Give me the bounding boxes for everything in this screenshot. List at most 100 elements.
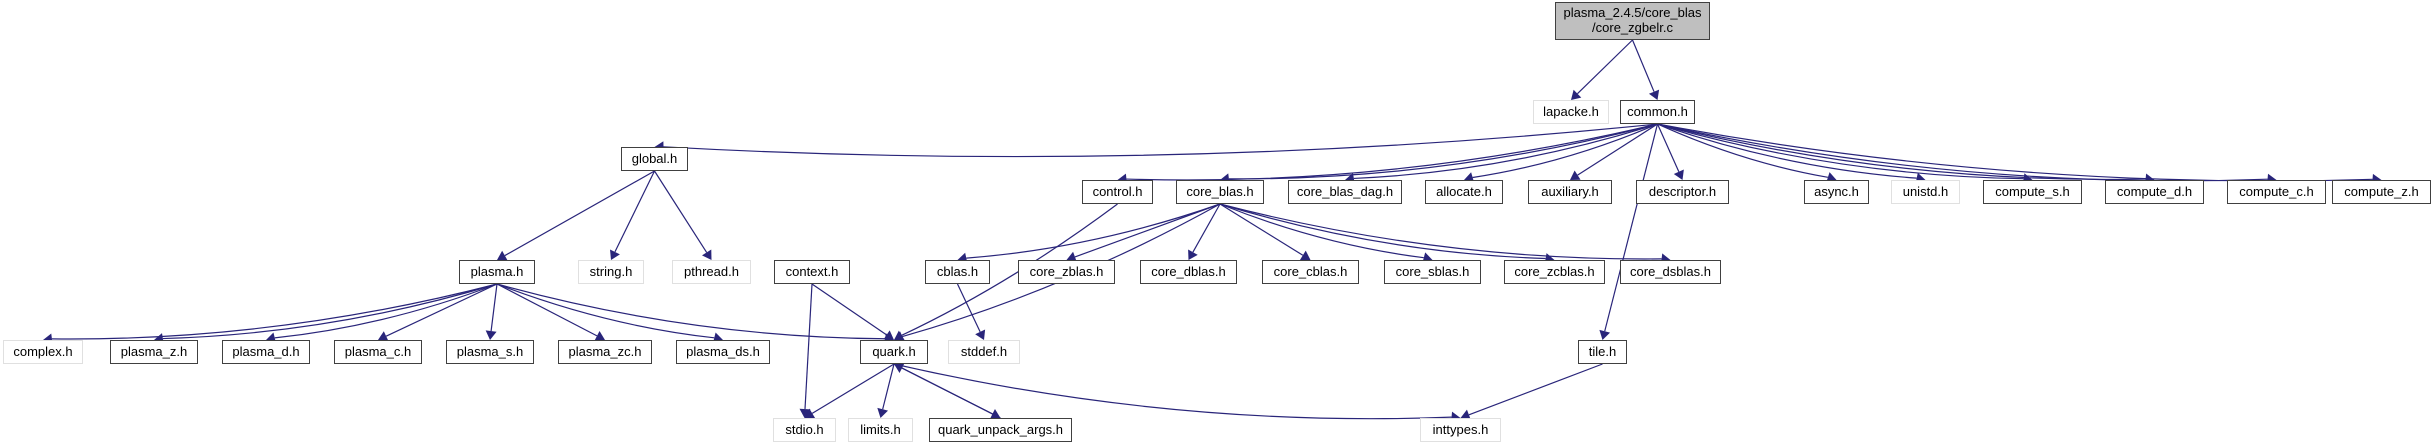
graph-arrowhead-quark_unpack_args-to-quark <box>894 363 905 373</box>
graph-edge-quark-to-inttypes <box>893 363 1452 420</box>
graph-node-plasma[interactable]: plasma.h <box>459 260 535 284</box>
graph-node-core_blas_dag[interactable]: core_blas_dag.h <box>1288 180 1402 204</box>
graph-arrowhead-plasma-to-plasma_c <box>378 331 389 342</box>
graph-node-string[interactable]: string.h <box>578 260 644 284</box>
graph-edge-core_blas-to-cblas <box>966 203 1221 259</box>
graph-node-plasma_c[interactable]: plasma_c.h <box>334 340 422 364</box>
graph-node-cblas[interactable]: cblas.h <box>925 260 990 284</box>
graph-arrowhead-core_blas-to-core_dblas <box>1188 249 1198 260</box>
graph-node-control[interactable]: control.h <box>1082 180 1153 204</box>
graph-arrowhead-common-to-tile <box>1599 329 1611 340</box>
graph-arrowhead-plasma-to-plasma_s <box>485 330 497 340</box>
graph-edge-common-to-compute_c <box>1657 123 2268 182</box>
graph-node-root: plasma_2.4.5/core_blas /core_zgbelr.c <box>1555 2 1710 40</box>
graph-node-global[interactable]: global.h <box>621 147 688 171</box>
graph-node-descriptor[interactable]: descriptor.h <box>1636 180 1729 204</box>
graph-node-unistd[interactable]: unistd.h <box>1891 180 1960 204</box>
graph-arrowhead-quark-to-limits <box>877 407 889 418</box>
graph-node-complex[interactable]: complex.h <box>3 340 83 364</box>
graph-edge-common-to-control <box>1126 123 1658 181</box>
graph-edge-root-to-common <box>1631 39 1655 92</box>
graph-edge-common-to-async <box>1657 123 1829 178</box>
graph-node-stdio[interactable]: stdio.h <box>773 418 836 442</box>
graph-node-plasma_ds[interactable]: plasma_ds.h <box>676 340 770 364</box>
graph-arrowhead-context-to-stdio <box>799 408 811 418</box>
graph-node-pthread[interactable]: pthread.h <box>672 260 751 284</box>
graph-arrowhead-plasma-to-plasma_zc <box>594 330 605 341</box>
graph-arrowhead-common-to-auxiliary <box>1570 170 1581 180</box>
graph-edge-common-to-allocate <box>1472 123 1658 179</box>
graph-edge-common-to-global <box>663 123 1658 158</box>
graph-edge-common-to-tile <box>1604 123 1659 332</box>
graph-node-core_cblas[interactable]: core_cblas.h <box>1262 260 1359 284</box>
graph-node-compute_c[interactable]: compute_c.h <box>2227 180 2326 204</box>
graph-node-core_sblas[interactable]: core_sblas.h <box>1384 260 1481 284</box>
graph-arrowhead-quark-to-stdio <box>804 408 816 419</box>
graph-arrowhead-root-to-common <box>1648 89 1660 100</box>
graph-node-plasma_z[interactable]: plasma_z.h <box>110 340 198 364</box>
graph-node-allocate[interactable]: allocate.h <box>1425 180 1503 204</box>
graph-arrowhead-core_blas-to-core_cblas <box>1299 250 1311 260</box>
graph-edge-core_blas-to-core_sblas <box>1219 203 1424 259</box>
graph-edge-plasma-to-plasma_z <box>162 283 498 340</box>
graph-node-core_zcblas[interactable]: core_zcblas.h <box>1504 260 1605 284</box>
graph-edge-plasma-to-quark <box>496 283 886 340</box>
graph-arrowhead-common-to-async <box>1826 172 1837 183</box>
graph-node-plasma_s[interactable]: plasma_s.h <box>446 340 534 364</box>
graph-node-compute_d[interactable]: compute_d.h <box>2105 180 2204 204</box>
graph-edge-core_blas-to-core_zblas <box>1074 203 1221 258</box>
graph-arrowhead-context-to-quark <box>883 330 894 340</box>
graph-edge-core_blas-to-core_cblas <box>1219 203 1304 256</box>
graph-arrowhead-tile-to-inttypes <box>1460 409 1471 420</box>
graph-edge-core_blas-to-core_dblas <box>1192 203 1221 253</box>
graph-edge-plasma-to-plasma_d <box>274 283 498 339</box>
graph-node-core_dblas[interactable]: core_dblas.h <box>1140 260 1237 284</box>
graph-arrowhead-core_blas-to-core_zblas <box>1066 251 1077 263</box>
graph-edge-plasma-to-plasma_zc <box>496 283 598 337</box>
graph-edge-global-to-plasma <box>504 170 655 257</box>
graph-arrowhead-common-to-descriptor <box>1673 169 1684 180</box>
graph-edge-common-to-core_blas_dag <box>1353 123 1658 180</box>
graph-node-lapacke[interactable]: lapacke.h <box>1533 100 1609 124</box>
graph-edge-core_blas-to-core_dsblas <box>1219 203 1662 260</box>
graph-edge-plasma-to-plasma_ds <box>496 283 715 339</box>
graph-node-async[interactable]: async.h <box>1804 180 1869 204</box>
graph-arrowhead-cblas-to-stddef <box>975 329 986 340</box>
graph-edge-context-to-stdio <box>804 283 813 410</box>
graph-edge-global-to-string <box>614 170 656 253</box>
graph-edge-tile-to-inttypes <box>1468 363 1603 416</box>
graph-edge-common-to-descriptor <box>1656 123 1680 173</box>
graph-edge-control-to-quark <box>901 203 1118 336</box>
graph-node-compute_s[interactable]: compute_s.h <box>1983 180 2082 204</box>
graph-node-plasma_d[interactable]: plasma_d.h <box>222 340 310 364</box>
graph-node-tile[interactable]: tile.h <box>1578 340 1627 364</box>
graph-node-limits[interactable]: limits.h <box>848 418 913 442</box>
graph-arrowhead-global-to-pthread <box>702 249 712 260</box>
graph-node-quark_unpack_args[interactable]: quark_unpack_args.h <box>929 418 1072 442</box>
graph-edge-plasma-to-complex <box>51 283 498 340</box>
graph-edge-common-to-compute_s <box>1657 123 2024 180</box>
graph-arrowhead-core_blas-to-quark <box>894 331 905 342</box>
graph-node-auxiliary[interactable]: auxiliary.h <box>1528 180 1612 204</box>
graph-edge-common-to-unistd <box>1657 123 1917 179</box>
graph-node-stddef[interactable]: stddef.h <box>948 340 1020 364</box>
graph-arrowhead-global-to-string <box>610 249 620 260</box>
graph-edge-global-to-pthread <box>653 170 708 253</box>
graph-node-context[interactable]: context.h <box>774 260 850 284</box>
graph-node-core_dsblas[interactable]: core_dsblas.h <box>1620 260 1721 284</box>
graph-node-core_zblas[interactable]: core_zblas.h <box>1018 260 1115 284</box>
graph-node-inttypes[interactable]: inttypes.h <box>1420 418 1501 442</box>
graph-edge-plasma-to-plasma_s <box>490 283 498 332</box>
graph-node-common[interactable]: common.h <box>1620 100 1695 124</box>
graph-edge-cblas-to-stddef <box>956 283 981 333</box>
graph-arrowhead-global-to-plasma <box>497 250 508 261</box>
graph-edge-context-to-quark <box>811 283 887 336</box>
graph-edge-core_blas-to-core_zcblas <box>1219 203 1546 260</box>
graph-edge-plasma-to-plasma_c <box>385 283 498 337</box>
graph-node-quark[interactable]: quark.h <box>860 340 928 364</box>
graph-edge-common-to-core_blas <box>1228 123 1658 180</box>
graph-node-core_blas[interactable]: core_blas.h <box>1176 180 1264 204</box>
graph-node-compute_z[interactable]: compute_z.h <box>2332 180 2431 204</box>
graph-node-plasma_zc[interactable]: plasma_zc.h <box>558 340 652 364</box>
